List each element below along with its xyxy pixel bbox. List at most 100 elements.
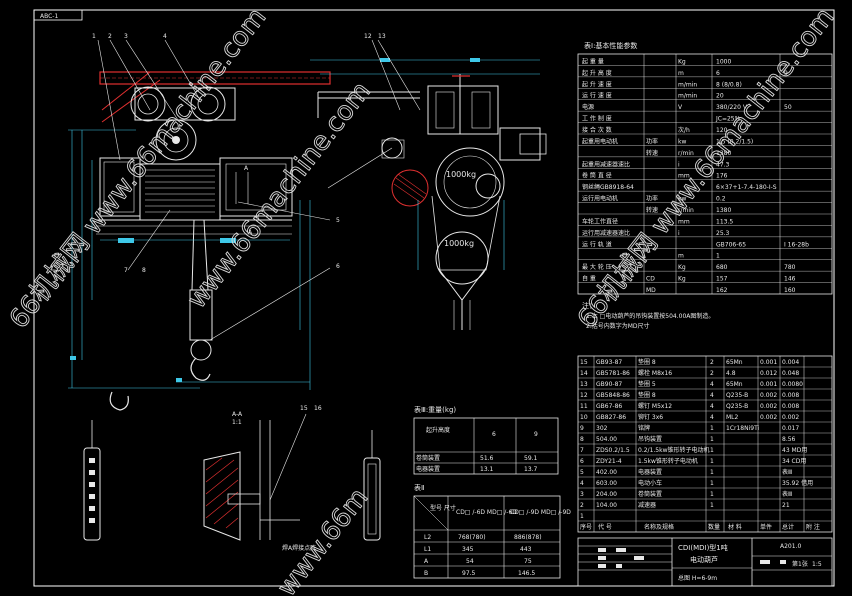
table1-cell: 157 [716,276,728,283]
table1-cell: 146 [784,276,796,283]
parts-cell: 0.008 [782,403,799,410]
parts-cell: 数量 [708,523,720,531]
parts-cell: 0.2/1.5kw锥形转子电动机 [638,446,710,454]
svg-text:表Ⅰ:基本性能参数: 表Ⅰ:基本性能参数 [584,41,637,50]
trolley-wheel-center [155,119,197,161]
parts-cell: 卷筒装置 [638,490,662,498]
parts-cell: 15 [580,359,588,366]
parts-cell: 材 料 [728,523,742,531]
parts-cell: 1 [710,447,714,454]
side-view: 1000kg 1000kg 12 13 [310,33,547,330]
parts-cell: 0.017 [782,425,799,432]
table1-cell: 起重用减速器速比 [582,160,630,168]
parts-cell: 1 [710,469,714,476]
notes: 注： 1.本 □电动葫芦的吊钩装置按504.00A图制造。 2.括号内数字为MD… [582,301,714,330]
svg-text:CDⅠ(MDⅠ)型1吨: CDⅠ(MDⅠ)型1吨 [678,543,728,552]
svg-text:3: 3 [124,33,128,40]
svg-text:6: 6 [336,263,340,270]
table1-cell: 运行用电动机 [582,195,618,203]
table1-cell: 接 合 次 数 [582,126,612,134]
svg-text:1: 1 [92,33,96,40]
svg-text:13.7: 13.7 [524,466,538,473]
svg-text:146.5: 146.5 [518,570,535,577]
parts-cell: GB90-87 [596,381,622,388]
parts-cell: 65Mn [726,381,743,388]
svg-text:9: 9 [534,431,538,438]
parts-cell: 504.00 [596,436,617,443]
parts-cell: 9 [580,425,584,432]
section-plate [203,451,241,541]
table1-cell: 113.5 [716,218,733,225]
svg-text:443: 443 [520,546,532,553]
table1-cell: 起 重 量 [582,57,604,65]
table1-cell: 运行用减速器速比 [582,229,630,237]
table1-cell: 6×37+1-7.4-180-Ⅰ-S [716,184,777,191]
svg-text:起升高度: 起升高度 [426,426,450,434]
table1-cell: 功率 [646,137,658,145]
parts-cell: 3 [580,491,584,498]
parts-cell: 铆钉 3x6 [638,413,663,421]
parts-cell: 402.00 [596,469,617,476]
front-view: A A [68,33,340,411]
svg-text:电动葫芦: 电动葫芦 [690,555,718,564]
parts-cell: 34 CD用 [782,458,806,465]
svg-text:1000kg: 1000kg [446,170,476,179]
table1-cell: Kg [678,276,686,283]
svg-text:第1张: 第1张 [792,560,808,568]
svg-text:1000kg: 1000kg [444,239,474,248]
table1-cell: kw [678,138,686,145]
table-2: 表Ⅱ 型号 尺寸 CD□ /-6D MD□ /-6D CD□ /-9D MD□ … [413,483,571,579]
parts-cell: GB5781-86 [596,370,630,377]
svg-text:59.1: 59.1 [524,455,538,462]
table1-cell: m/min [678,93,697,100]
table1-cell: 起 升 高 度 [582,69,612,77]
parts-cell: 13 [580,381,588,388]
table1-cell: r/min [678,207,694,214]
svg-text:7: 7 [124,267,128,274]
main-pulley [435,147,505,217]
parts-cell: 1Cr18Ni9Ti [726,425,760,432]
trolley-wheel-right [190,86,226,122]
svg-text:1:5: 1:5 [812,561,822,568]
corner-tag: ABC-1 [40,13,58,20]
parts-cell: 8 [580,436,584,443]
table1-cell: V [678,104,683,111]
hook [190,357,211,381]
svg-text:2.括号内数字为MD尺寸: 2.括号内数字为MD尺寸 [586,322,650,330]
table1-cell: 最 大 轮 压 [582,263,612,271]
parts-cell: 1 [710,480,714,487]
svg-text:型号 尺寸: 型号 尺寸 [430,504,456,512]
svg-text:注：: 注： [582,301,596,310]
parts-cell: 代 号 [598,523,612,531]
parts-cell: 0.0080 [782,381,803,388]
svg-text:A: A [248,229,253,236]
svg-text:1:1: 1:1 [232,419,242,426]
parts-cell: 14 [580,370,588,377]
parts-cell: 104.00 [596,502,617,509]
svg-text:8: 8 [142,267,146,274]
table1-cell: 钢丝绳GB8918-64 [582,183,634,191]
table1-cell: 1380 [716,150,731,157]
table1-cell: 工 作 制 度 [582,115,612,123]
reducer [219,157,293,217]
svg-text:5: 5 [336,217,340,224]
table1-cell: 运 行 速 度 [582,92,612,100]
svg-text:电器装置: 电器装置 [416,465,440,473]
parts-cell: GB827-86 [596,414,626,421]
parts-cell: 垫圈 5 [638,380,656,388]
svg-text:4: 4 [163,33,167,40]
table1-cell: 0.2 [716,196,726,203]
table1-cell: 自 重 [582,275,596,283]
parts-cell: 0.008 [782,392,799,399]
table1-cell: 1380 [716,207,731,214]
table1-cell: 162 [716,287,728,294]
table1-cell: 1.5 (0.2/1.5) [716,138,753,145]
table1-cell: 680 [716,264,728,271]
parts-cell: 1 [710,436,714,443]
table1-cell: 电源 [582,103,594,111]
parts-cell: 0.001 [760,381,777,388]
svg-text:75: 75 [524,558,532,565]
parts-cell: 43 MD用 [782,447,807,454]
